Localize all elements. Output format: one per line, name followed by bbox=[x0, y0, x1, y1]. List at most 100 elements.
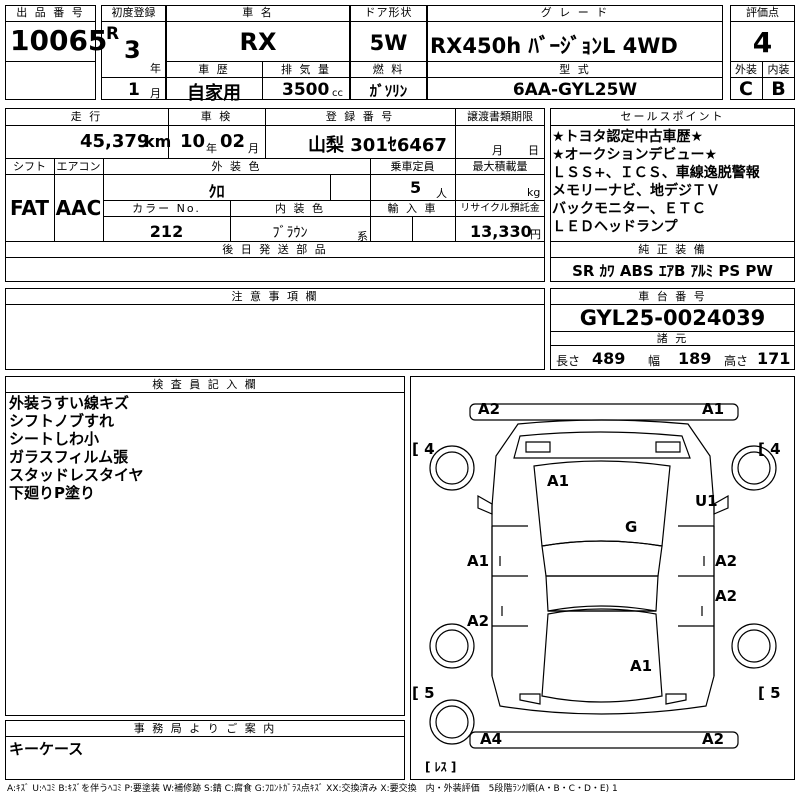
inspector-note: スタッドレスタイヤ bbox=[9, 466, 144, 484]
lot-number: 10065 bbox=[10, 24, 108, 57]
shift: FAT bbox=[10, 196, 49, 220]
car-name-label: 車 名 bbox=[242, 6, 274, 19]
office-note: キーケース bbox=[9, 740, 84, 758]
transfer-deadline-label: 譲渡書類期限 bbox=[467, 110, 533, 123]
interior-color-unit: 系 bbox=[357, 230, 368, 243]
damage-mark-front-right: A1 bbox=[702, 400, 724, 418]
max-load-unit: kg bbox=[527, 186, 541, 199]
displacement-label: 排 気 量 bbox=[281, 63, 331, 76]
sales-point-line: ＬＥＤヘッドランプ bbox=[552, 219, 678, 235]
sales-points-box bbox=[550, 108, 795, 282]
model-label: 型 式 bbox=[559, 63, 591, 76]
later-parts-label: 後 日 発 送 部 品 bbox=[222, 243, 328, 256]
interior-grade: B bbox=[771, 78, 786, 100]
damage-diagram: A2 A1 A1 U1 G A1 A2 A2 A2 A1 A4 A2 [ 4 [… bbox=[412, 400, 781, 774]
displacement: 3500 bbox=[282, 80, 330, 100]
recycle-fee: 13,330 bbox=[470, 222, 532, 241]
door-type: 5W bbox=[369, 31, 408, 55]
plate-label: 登 録 番 号 bbox=[325, 110, 395, 123]
office-box bbox=[5, 720, 405, 780]
exterior-grade: C bbox=[739, 78, 753, 100]
plate-number: 山梨 301ｾ6467 bbox=[308, 135, 447, 156]
score-label: 評価点 bbox=[746, 6, 779, 19]
damage-mark-right-fender: U1 bbox=[695, 492, 718, 510]
inspector-note: シフトノブすれ bbox=[9, 412, 115, 430]
sales-point-line: ＬＳＳ+、ＩＣＳ、車線逸脱警報 bbox=[552, 165, 760, 181]
displacement-unit: cc bbox=[332, 88, 343, 99]
exterior-grade-label: 外装 bbox=[735, 63, 757, 76]
sales-point-line: ★オークションデビュー★ bbox=[552, 147, 718, 163]
length-label: 長さ bbox=[556, 354, 581, 368]
mileage-label: 走 行 bbox=[70, 110, 103, 123]
first-registration-box bbox=[101, 5, 166, 100]
inspector-note: シートしわ小 bbox=[9, 430, 100, 448]
inspector-note: ガラスフィルム張 bbox=[9, 448, 129, 466]
damage-mark-right-front-door: A2 bbox=[715, 552, 737, 570]
reg-month: 1 bbox=[128, 80, 140, 100]
tread-front-right: [ 4 bbox=[758, 440, 781, 458]
damage-mark-left-front-door: A1 bbox=[467, 552, 489, 570]
recycle-label: リサイクル預託金 bbox=[460, 203, 540, 214]
sales-point-line: ★トヨタ認定中古車歴★ bbox=[552, 129, 704, 145]
damage-mark-rear-left: A4 bbox=[480, 730, 502, 748]
dimensions-label: 諸 元 bbox=[656, 332, 689, 345]
car-name: RX bbox=[239, 28, 277, 56]
import-label: 輸 入 車 bbox=[387, 202, 438, 215]
width-label: 幅 bbox=[648, 354, 661, 368]
reg-month-unit: 月 bbox=[150, 87, 161, 100]
interior-grade-label: 内装 bbox=[767, 63, 790, 76]
inspector-box bbox=[5, 376, 405, 716]
inspector-note: 下廻りP塗り bbox=[9, 484, 95, 502]
car-name-box bbox=[166, 5, 350, 100]
damage-mark-left-rear-door: A2 bbox=[467, 612, 489, 630]
mileage: 45,379 bbox=[80, 131, 150, 152]
fuel: ｶﾞｿﾘﾝ bbox=[369, 82, 408, 100]
tread-rear-left: [ 5 bbox=[412, 684, 435, 702]
capacity: 5 bbox=[410, 178, 422, 197]
damage-mark-front-left: A2 bbox=[478, 400, 500, 418]
sales-point-line: メモリーナビ、地デジＴＶ bbox=[552, 183, 720, 199]
inspector-note: 外装うすい線キズ bbox=[9, 394, 130, 412]
history: 自家用 bbox=[187, 83, 241, 104]
model-code: 6AA-GYL25W bbox=[512, 80, 638, 100]
inspection-month: 02 bbox=[220, 131, 246, 152]
height: 171 bbox=[757, 349, 791, 368]
reg-year: 3 bbox=[124, 36, 141, 64]
sales-points-label: セールスポイント bbox=[620, 110, 725, 123]
capacity-unit: 人 bbox=[436, 187, 447, 200]
color-number: 212 bbox=[149, 222, 184, 241]
damage-mark-hood: A1 bbox=[547, 472, 569, 490]
transfer-month-unit: 月 bbox=[492, 144, 503, 157]
tread-rear-right: [ 5 bbox=[758, 684, 781, 702]
shift-label: シフト bbox=[13, 160, 46, 173]
damage-mark-roof-glass: G bbox=[625, 518, 637, 536]
lot-number-box bbox=[5, 5, 96, 100]
fuel-label: 燃 料 bbox=[372, 63, 405, 76]
inspection-month-unit: 月 bbox=[248, 142, 259, 155]
legend: A:ｷｽﾞ U:ﾍｺﾐ B:ｷｽﾞを伴うﾍｺﾐ P:要塗装 W:補修跡 S:錆 … bbox=[7, 784, 618, 794]
vehicle-details-box bbox=[5, 108, 545, 282]
door-label: ドア形状 bbox=[364, 6, 413, 19]
door-box bbox=[350, 5, 427, 100]
inspection-year-unit: 年 bbox=[206, 142, 217, 155]
reg-year-unit: 年 bbox=[150, 62, 161, 75]
exterior-color: ｸﾛ bbox=[208, 182, 225, 201]
aircon-label: エアコン bbox=[56, 160, 101, 173]
inspector-label: 検 査 員 記 入 欄 bbox=[152, 378, 258, 391]
equipment: SR ｶﾜ ABS ｴｱB ｱﾙﾐ PS PW bbox=[572, 262, 773, 280]
exterior-color-label: 外 装 色 bbox=[211, 160, 262, 173]
transfer-day-unit: 日 bbox=[528, 144, 539, 157]
recycle-fee-unit: 円 bbox=[530, 228, 541, 241]
max-load-label: 最大積載量 bbox=[472, 160, 528, 173]
aircon: AAC bbox=[55, 196, 102, 220]
spare-tire: [ ﾚｽ ] bbox=[425, 760, 456, 774]
capacity-label: 乗車定員 bbox=[390, 160, 435, 173]
mileage-unit: km bbox=[144, 132, 172, 151]
car-outline bbox=[429, 403, 777, 749]
damage-diagram-box bbox=[410, 376, 795, 780]
chassis-label: 車 台 番 号 bbox=[638, 290, 707, 303]
damage-mark-rear-gate: A1 bbox=[630, 657, 652, 675]
color-number-label: カラー No. bbox=[132, 202, 201, 215]
first-registration-label: 初度登録 bbox=[111, 6, 156, 19]
chassis-number: GYL25-0024039 bbox=[579, 306, 766, 330]
